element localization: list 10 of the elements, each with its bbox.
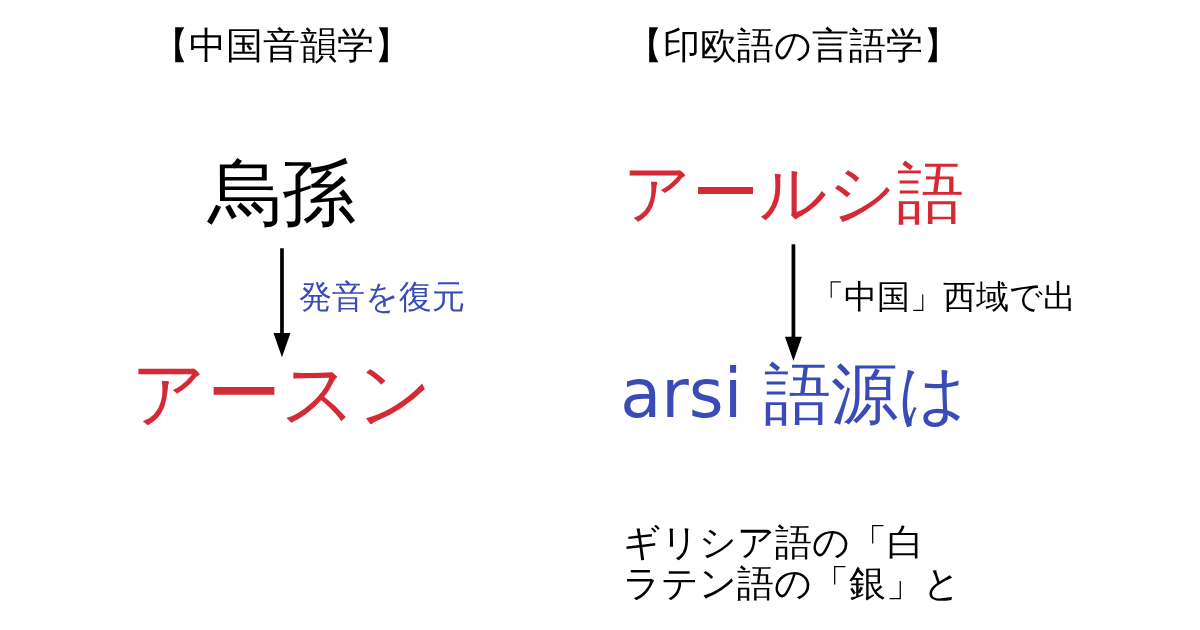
edge-label: 発音を復元: [299, 277, 466, 317]
arrow: [273, 248, 291, 358]
arrow: [784, 244, 802, 361]
node-text: アールシ語: [622, 154, 964, 233]
label: 【中国音韻学】: [152, 23, 412, 68]
node-text: arsi 語源は: [620, 354, 967, 433]
node-text: アースン: [130, 350, 433, 438]
node-text: 烏孫: [207, 149, 356, 237]
label: 【印欧語の言語学】: [626, 23, 961, 68]
edge-label: 「中国」西域で出: [811, 277, 1077, 317]
